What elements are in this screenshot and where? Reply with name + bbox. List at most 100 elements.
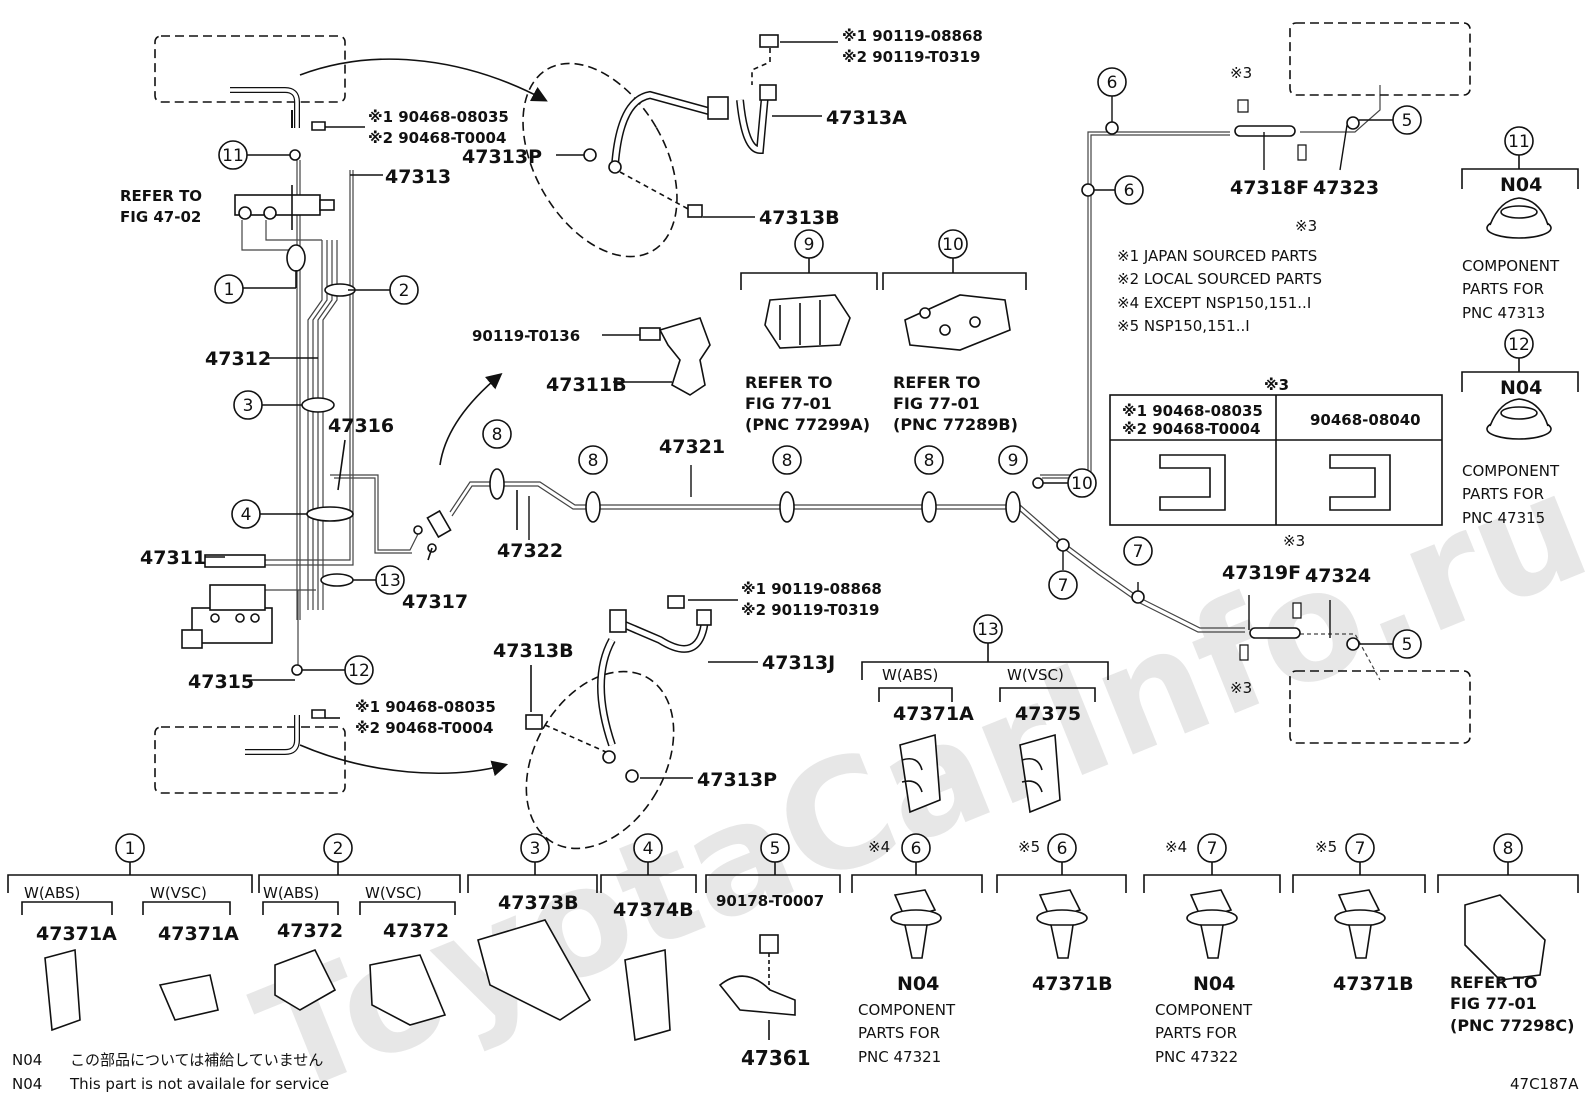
bottom-callout-5: 5 <box>770 839 781 859</box>
callout-11: 11 <box>222 146 244 166</box>
c7a-l1: COMPONENT <box>1155 1001 1253 1019</box>
c6a-l1: COMPONENT <box>858 1001 956 1019</box>
ref13-abs: W(ABS) <box>882 666 938 684</box>
c7a-l2: PARTS FOR <box>1155 1024 1237 1042</box>
bottom-callout-3: 3 <box>530 839 541 859</box>
label-47316: 47316 <box>328 415 394 437</box>
grommets <box>1461 155 1579 440</box>
label-47313: 47313 <box>385 166 451 188</box>
legend-4: ※4 EXCEPT NSP150,151..I <box>1117 294 1311 312</box>
callout-2: 2 <box>399 281 410 301</box>
callout-9b: 9 <box>804 235 815 255</box>
label-47318F: 47318F <box>1230 177 1309 199</box>
clip-table-right: 90468-08040 <box>1310 411 1421 429</box>
c7a-l3: PNC 47322 <box>1155 1048 1238 1066</box>
ref9-l2: FIG 77-01 <box>745 394 832 413</box>
ref-brackets <box>740 258 1027 351</box>
callout-5b: 5 <box>1402 635 1413 655</box>
callout-10a: 10 <box>1071 474 1093 494</box>
callout-8c: 8 <box>782 451 793 471</box>
bottom-callout-4: 4 <box>643 839 654 859</box>
legend-5: ※5 NSP150,151..I <box>1117 317 1250 335</box>
ref10-l2: FIG 77-01 <box>893 394 980 413</box>
ref11-code: N04 <box>1500 174 1542 196</box>
c6a-code: N04 <box>897 973 939 995</box>
callout-13b: 13 <box>977 620 999 640</box>
callout-12b: 12 <box>1508 335 1530 355</box>
c4-p: 47374B <box>613 899 694 921</box>
callout-12: 12 <box>348 661 370 681</box>
ref13-p1: 47371A <box>893 703 974 725</box>
clip-table-left-1: ※1 90468-08035 <box>1122 402 1263 420</box>
note-bot-bolt-1: ※1 90119-08868 <box>741 580 882 598</box>
x3-a: ※3 <box>1230 64 1252 82</box>
refer-master-2: FIG 47-02 <box>120 208 201 226</box>
clips-13-text: W(ABS) W(VSC) 47371A 47375 <box>882 666 1081 725</box>
c6b-p: 47371B <box>1032 973 1113 995</box>
c2-abs: W(ABS) <box>263 884 319 902</box>
c7a-pre: ※4 <box>1165 838 1187 856</box>
foot-text-2: This part is not availale for service <box>69 1075 329 1093</box>
label-47311B: 47311B <box>546 374 627 396</box>
clips-13 <box>861 643 1109 814</box>
bracket-47311B <box>602 317 711 396</box>
c8-l2: FIG 77-01 <box>1450 994 1537 1013</box>
ref11-l1: COMPONENT <box>1462 257 1560 275</box>
main-pipe <box>449 22 1471 744</box>
note-top-clip-1: ※1 90468-08035 <box>368 108 509 126</box>
c7a-code: N04 <box>1193 973 1235 995</box>
diagram-id: 47C187A <box>1510 1075 1579 1093</box>
rear-hose-group <box>525 595 758 850</box>
label-47312: 47312 <box>205 348 271 370</box>
c6a-pre: ※4 <box>868 838 890 856</box>
bottom-callout-7a: 7 <box>1207 839 1218 859</box>
callout-8d: 8 <box>924 451 935 471</box>
bottom-callout-1: 1 <box>125 839 136 859</box>
bottom-callout-6b: 6 <box>1057 839 1068 859</box>
callout-6b: 6 <box>1124 181 1135 201</box>
bottom-callout-2: 2 <box>333 839 344 859</box>
callout-1: 1 <box>224 280 235 300</box>
bottom-callout-7b: 7 <box>1355 839 1366 859</box>
bottom-callout-6a: 6 <box>911 839 922 859</box>
label-47313P-bot: 47313P <box>697 769 777 791</box>
callout-4: 4 <box>241 505 252 525</box>
notes: ※1 90119-08868 ※2 90119-T0319 ※1 90468-0… <box>120 27 983 737</box>
callout-6a: 6 <box>1107 73 1118 93</box>
c6a-l3: PNC 47321 <box>858 1048 941 1066</box>
ref10-l3: (PNC 77289B) <box>893 415 1018 434</box>
foot-text-1: この部品については補給していません <box>70 1051 323 1069</box>
bottom-callout-8: 8 <box>1503 839 1514 859</box>
x3-b: ※3 <box>1295 217 1317 235</box>
refer-texts: REFER TO FIG 77-01 (PNC 77299A) REFER TO… <box>745 373 1018 434</box>
ref11-l3: PNC 47313 <box>1462 304 1545 322</box>
label-47323: 47323 <box>1313 177 1379 199</box>
ref12-code: N04 <box>1500 377 1542 399</box>
callout-numbers: 11 1 2 3 4 13 12 8 8 8 8 9 10 9 10 6 6 5… <box>125 73 1530 859</box>
c6b-pre: ※5 <box>1018 838 1040 856</box>
c3-p: 47373B <box>498 892 579 914</box>
front-hose-group <box>522 34 838 258</box>
label-47321: 47321 <box>659 436 725 458</box>
ref13-p2: 47375 <box>1015 703 1081 725</box>
note-top-bolt-2: ※2 90119-T0319 <box>842 48 980 66</box>
c1-vsc: W(VSC) <box>150 884 207 902</box>
foot-code-2: N04 <box>12 1075 42 1093</box>
legend: ※1 JAPAN SOURCED PARTS ※2 LOCAL SOURCED … <box>1117 64 1322 697</box>
c7b-pre: ※5 <box>1315 838 1337 856</box>
callout-7b: 7 <box>1133 542 1144 562</box>
c1-p1: 47371A <box>36 923 117 945</box>
part-90119-T0136: 90119-T0136 <box>472 327 580 345</box>
ref12-l3: PNC 47315 <box>1462 509 1545 527</box>
callout-13: 13 <box>379 571 401 591</box>
bottom-row <box>7 862 1579 1042</box>
refer-master-1: REFER TO <box>120 187 202 205</box>
label-47311: 47311 <box>140 547 206 569</box>
callout-11b: 11 <box>1508 132 1530 152</box>
note-bot-clip-1: ※1 90468-08035 <box>355 698 496 716</box>
label-47313J: 47313J <box>762 652 835 674</box>
clip-table <box>1109 394 1443 526</box>
part-labels: 47313 47312 47316 47311 47315 47317 4732… <box>140 107 1379 791</box>
callout-8b: 8 <box>588 451 599 471</box>
